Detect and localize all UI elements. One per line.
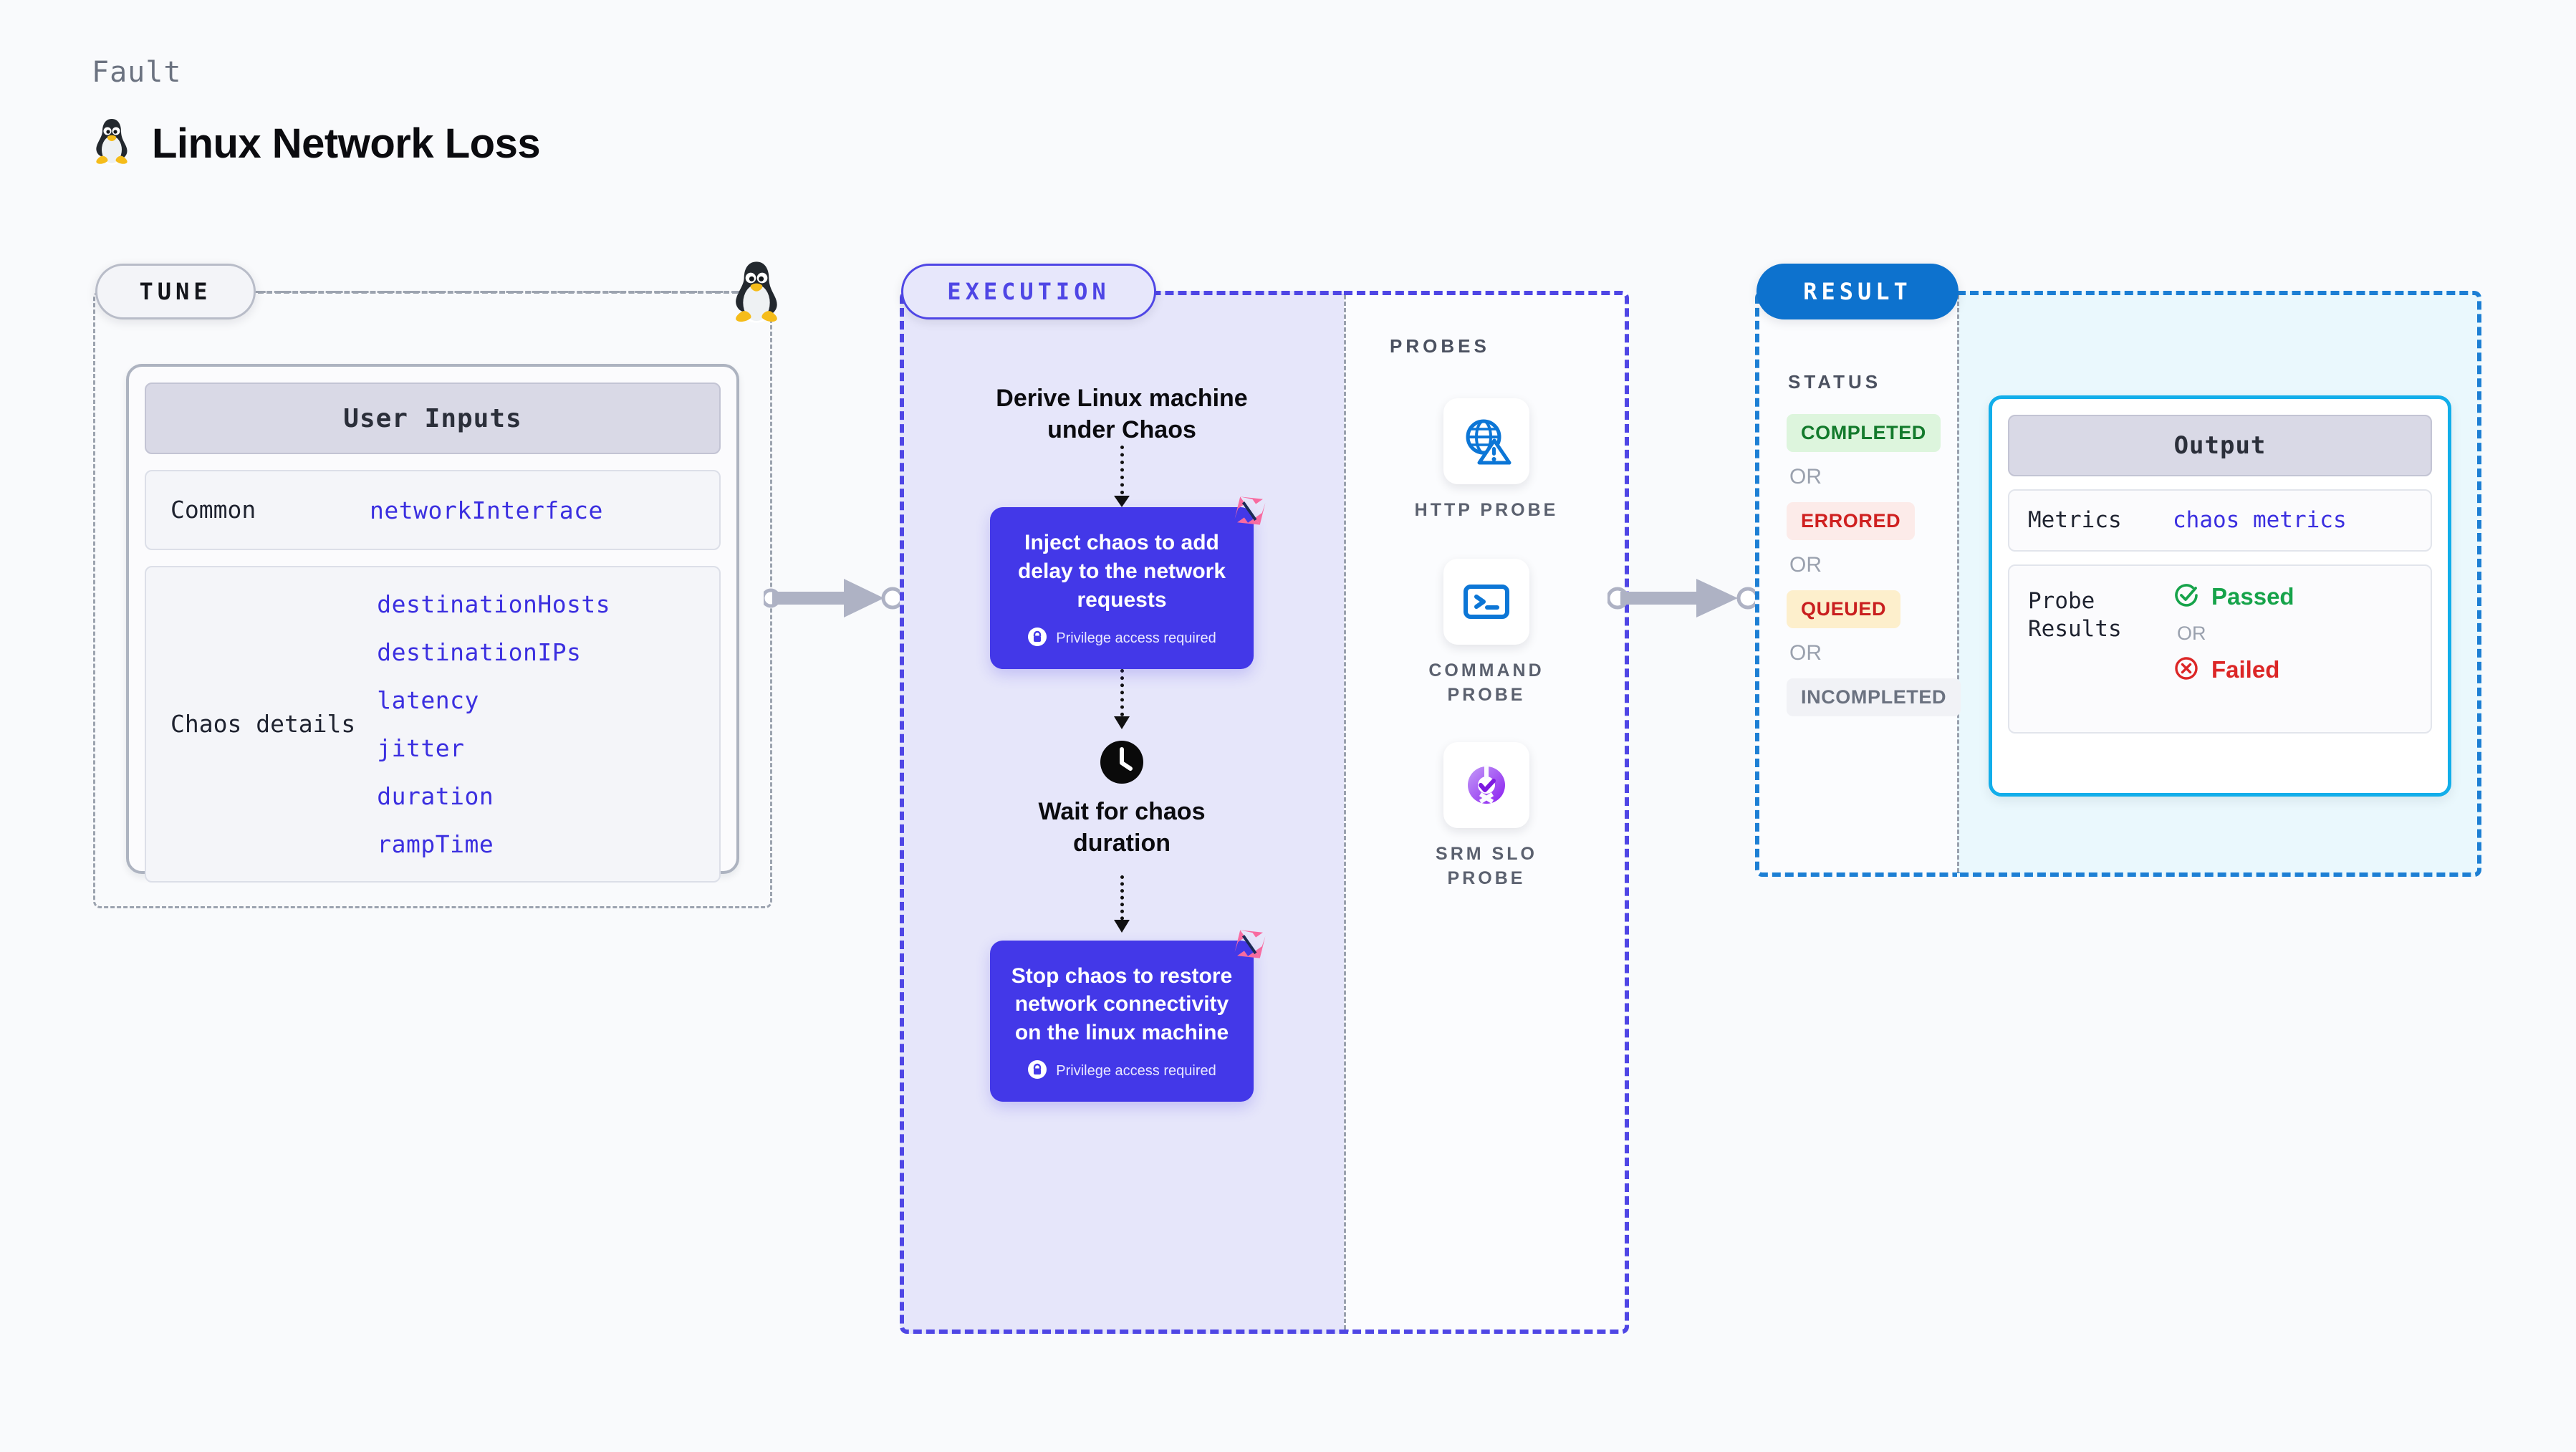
probe-result-or: OR [2177, 622, 2206, 644]
inject-privilege-text: Privilege access required [1056, 630, 1216, 647]
lock-icon [1027, 1059, 1047, 1083]
probe-srm-slo[interactable]: SRM SLO PROBE [1344, 742, 1629, 891]
inject-chaos-node[interactable]: Inject chaos to add delay to the network… [990, 496, 1266, 670]
probe-command-caption: COMMAND PROBE [1428, 660, 1544, 705]
status-or-3: OR [1789, 641, 1822, 665]
flow-arrowhead-2 [1114, 716, 1130, 733]
status-label: STATUS [1788, 371, 1882, 393]
stop-privilege-row: Privilege access required [1027, 1059, 1216, 1083]
stop-chaos-node[interactable]: Stop chaos to restore network connectivi… [990, 929, 1266, 1102]
probe-http-caption: HTTP PROBE [1414, 500, 1559, 520]
param-duration[interactable]: duration [377, 782, 494, 810]
srm-slo-donut-icon [1443, 742, 1529, 828]
wait-chaos-duration-text: Wait for chaos duration [1038, 798, 1206, 857]
tune-linux-penguin-icon [729, 258, 784, 327]
execution-derive-step: Derive Linux machine under Chaos [996, 385, 1248, 444]
output-row-probe-results: Probe Results Passed OR [2008, 564, 2432, 734]
tune-row-common: Common networkInterface [145, 470, 721, 550]
param-destinationhosts[interactable]: destinationHosts [377, 590, 611, 618]
user-inputs-card: User Inputs Common networkInterface Chao… [126, 364, 739, 883]
connector-execution-to-result [1607, 579, 1759, 617]
linux-penguin-icon [92, 116, 132, 171]
execution-flow: Derive Linux machine under Chaos Inject … [900, 291, 1344, 1334]
flow-arrow-1 [1114, 446, 1130, 508]
inject-privilege-row: Privilege access required [1027, 627, 1216, 650]
litmus-chaos-icon [1229, 923, 1271, 965]
page-title-row: Linux Network Loss [92, 116, 541, 171]
clock-icon [1100, 740, 1144, 784]
probe-passed-label: Passed [2211, 583, 2294, 610]
probe-srm-slo-caption: SRM SLO PROBE [1436, 844, 1537, 888]
execution-pill[interactable]: EXECUTION [901, 264, 1156, 319]
terminal-icon [1443, 559, 1529, 645]
status-or-2: OR [1789, 553, 1822, 577]
probe-failed-label: Failed [2211, 656, 2280, 683]
tune-row-common-values: networkInterface [370, 496, 603, 524]
page-eyebrow: Fault [92, 56, 182, 89]
output-row-metrics: Metrics chaos metrics [2008, 489, 2432, 552]
status-or-1: OR [1789, 465, 1822, 489]
param-jitter[interactable]: jitter [377, 734, 465, 762]
check-circle-icon [2173, 582, 2200, 612]
param-ramptime[interactable]: rampTime [377, 830, 494, 858]
tune-row-chaos-values: destinationHosts destinationIPs latency … [377, 590, 610, 858]
param-destinationips[interactable]: destinationIPs [377, 638, 582, 666]
page-title: Linux Network Loss [152, 120, 541, 167]
param-latency[interactable]: latency [377, 686, 479, 714]
tune-row-chaos-details: Chaos details destinationHosts destinati… [145, 566, 721, 883]
output-card-header: Output [2008, 415, 2432, 476]
output-metrics-value[interactable]: chaos metrics [2173, 507, 2347, 534]
inject-chaos-text: Inject chaos to add delay to the network… [1017, 531, 1226, 612]
litmus-chaos-icon [1229, 490, 1271, 532]
probes-divider [1344, 295, 1346, 1330]
probe-command[interactable]: COMMAND PROBE [1344, 559, 1629, 708]
status-badge-errored: ERRORED [1787, 502, 1916, 540]
user-inputs-header: User Inputs [145, 383, 721, 454]
probe-result-failed: Failed [2173, 655, 2294, 686]
stop-chaos-text: Stop chaos to restore network connectivi… [1011, 963, 1233, 1044]
flow-line-2 [1120, 669, 1124, 724]
output-probe-results-label: Probe Results [2028, 587, 2122, 642]
lock-icon [1027, 627, 1047, 650]
probe-http[interactable]: HTTP PROBE [1344, 398, 1629, 523]
flow-arrowhead-3 [1114, 919, 1130, 936]
globe-warning-icon [1443, 398, 1529, 484]
status-badge-completed: COMPLETED [1787, 414, 1941, 452]
result-pill[interactable]: RESULT [1756, 264, 1959, 319]
tune-row-common-label: Common [170, 496, 256, 524]
tune-row-chaos-label: Chaos details [170, 710, 356, 739]
tune-leader-line [258, 291, 738, 294]
x-circle-icon [2173, 655, 2200, 686]
tune-pill[interactable]: TUNE [95, 264, 256, 319]
status-badge-queued: QUEUED [1787, 590, 1901, 628]
connector-tune-to-execution [764, 579, 904, 617]
stop-privilege-text: Privilege access required [1056, 1063, 1216, 1080]
status-list: COMPLETED OR ERRORED OR QUEUED OR INCOMP… [1787, 414, 1961, 716]
flow-line-3 [1120, 875, 1124, 927]
result-status-region [1755, 291, 1957, 877]
result-divider [1957, 295, 1959, 872]
output-card: Output Metrics chaos metrics Probe Resul… [1989, 395, 2451, 797]
probes-label: PROBES [1390, 335, 1490, 357]
param-networkinterface[interactable]: networkInterface [370, 496, 603, 524]
probe-result-passed: Passed [2173, 582, 2294, 612]
output-metrics-label: Metrics [2028, 507, 2122, 533]
probe-results-values: Passed OR Failed [2173, 582, 2294, 686]
status-badge-incompleted: INCOMPLETED [1787, 678, 1961, 716]
